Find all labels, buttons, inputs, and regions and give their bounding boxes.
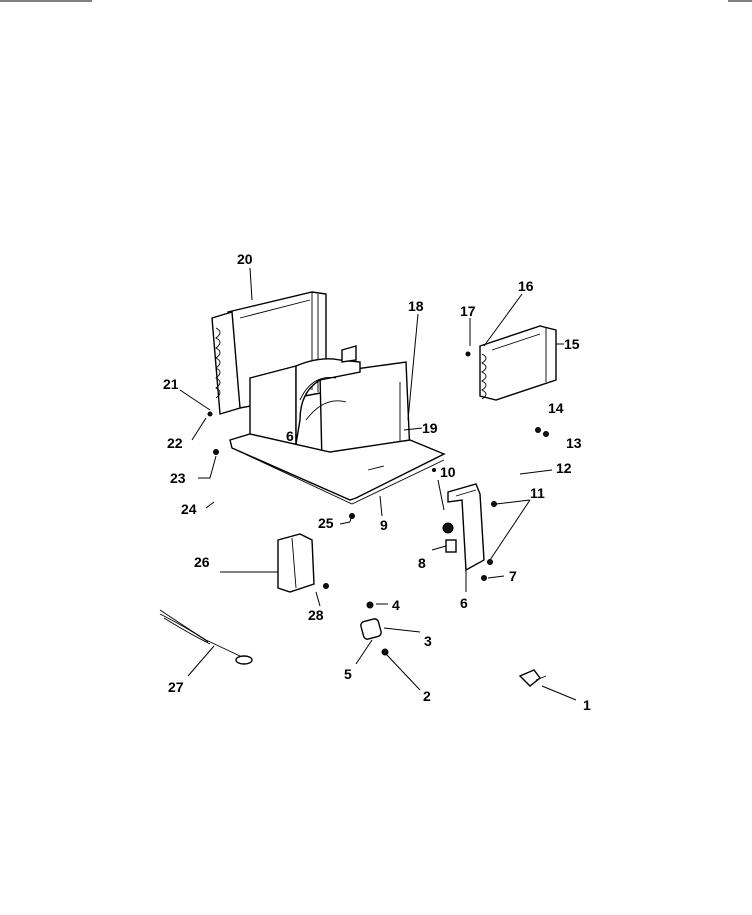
callout-5: 5: [344, 666, 352, 682]
callout-8: 8: [418, 555, 426, 571]
clip-part: [518, 669, 547, 687]
callout-21: 21: [163, 376, 179, 392]
callout-24: 24: [181, 501, 197, 517]
callout-22: 22: [167, 435, 183, 451]
callout-18: 18: [408, 298, 424, 314]
callout-3: 3: [424, 633, 432, 649]
callout-19: 19: [422, 420, 438, 436]
callout-27: 27: [168, 679, 184, 695]
control-bracket-part: [442, 483, 485, 572]
callout-4: 4: [392, 597, 400, 613]
capacitor-part: [360, 601, 389, 656]
callout-11: 11: [530, 485, 545, 501]
hardware-parts: [207, 351, 549, 589]
callout-17: 17: [460, 303, 476, 319]
evaporator-coil-part: [479, 325, 557, 401]
callout-26: 26: [194, 554, 210, 570]
callout-6-bracket: 6: [460, 595, 468, 611]
callout-13: 13: [566, 435, 582, 451]
base-pan-part: [229, 433, 446, 505]
callout-16: 16: [518, 278, 534, 294]
callout-10: 10: [440, 464, 456, 480]
callout-labels: 1 2 3 4 5 6 6 7 8 9 10 11 12 13 14 15 16…: [163, 251, 591, 713]
power-cord-part: [159, 609, 253, 665]
callout-6-shroud: 6: [286, 428, 294, 444]
callout-23: 23: [170, 470, 186, 486]
callout-2: 2: [423, 688, 431, 704]
callout-14: 14: [548, 400, 564, 416]
bracket-part: [277, 533, 315, 593]
callout-1: 1: [583, 697, 591, 713]
callout-20: 20: [237, 251, 253, 267]
callout-12: 12: [556, 460, 572, 476]
callout-7: 7: [509, 568, 517, 584]
callout-25: 25: [318, 515, 334, 531]
callout-28: 28: [308, 607, 324, 623]
callout-15: 15: [564, 336, 580, 352]
leader-lines: [179, 267, 577, 701]
callout-9: 9: [380, 517, 388, 533]
